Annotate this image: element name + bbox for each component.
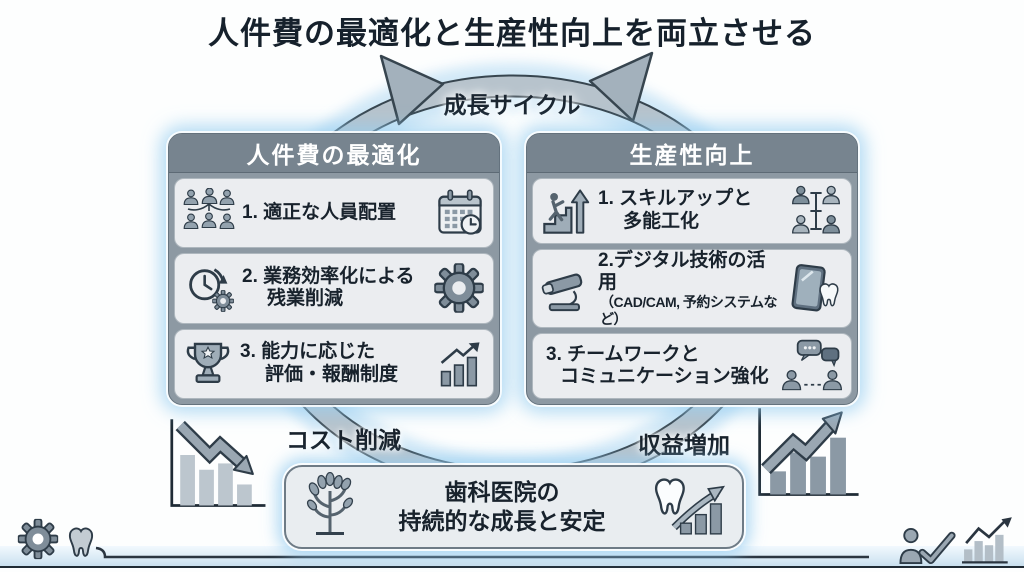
productivity-item-1-text: 1. スキルアップと多能工化 — [598, 188, 753, 232]
productivity-item-3: 3. チームワークとコミュニケーション強化 — [532, 333, 852, 399]
productivity-item-2: 2.デジタル技術の活用（CAD/CAM, 予約システムなど） — [532, 248, 852, 329]
scanner-icon — [540, 263, 592, 315]
bar-chart-up-icon — [434, 338, 486, 390]
cycle-arrowhead-left — [379, 54, 445, 126]
person-check-icon — [899, 527, 956, 565]
labor-item-1: 1. 適正な人員配置 — [174, 178, 494, 249]
mini-growth-chart-icon — [962, 517, 1012, 564]
outcome-text: 歯科医院の 持続的な成長と安定 — [398, 479, 606, 534]
rising-bar-chart-icon — [758, 408, 859, 496]
tablet-tooth-icon — [788, 262, 844, 316]
revenue-increase-label: 収益増加 — [638, 432, 730, 458]
labor-item-3: 3. 能力に応じた評価・報酬制度 — [174, 328, 494, 399]
panel-productivity-header: 生産性向上 — [527, 134, 857, 173]
tooth-growth-chart-icon — [646, 474, 728, 541]
clock-gear-icon — [182, 262, 236, 314]
tooth-icon — [68, 527, 94, 557]
chat-people-icon — [780, 338, 844, 394]
productivity-item-2-text: 2.デジタル技術の活用（CAD/CAM, 予約システムなど） — [598, 249, 777, 327]
outcome-box: 歯科医院の 持続的な成長と安定 — [284, 465, 744, 549]
page-title: 人件費の最適化と生産性向上を両立させる — [208, 16, 816, 51]
org-people-icon — [182, 188, 236, 238]
gear-icon — [17, 518, 59, 560]
panel-labor-cost-body: 1. 適正な人員配置 — [169, 173, 499, 404]
productivity-item-3-text: 3. チームワークとコミュニケーション強化 — [546, 343, 769, 388]
labor-item-3-text: 3. 能力に応じた評価・報酬制度 — [240, 341, 399, 385]
calendar-clock-icon — [434, 187, 486, 239]
labor-item-1-text: 1. 適正な人員配置 — [242, 201, 397, 223]
cycle-arrowhead-right — [588, 51, 654, 123]
panel-labor-cost-header: 人件費の最適化 — [169, 134, 499, 173]
labor-item-2-text: 2. 業務効率化による残業削減 — [242, 266, 415, 310]
gear-icon — [432, 261, 486, 315]
panel-productivity: 生産性向上 1. スキルアップと多能工化 — [526, 133, 858, 405]
declining-bar-chart-icon — [170, 419, 266, 507]
cost-reduction-label: コスト削減 — [286, 427, 401, 453]
tree-icon — [302, 471, 358, 543]
panel-productivity-body: 1. スキルアップと多能工化 — [527, 173, 857, 404]
labor-item-2: 2. 業務効率化による残業削減 — [174, 253, 494, 324]
cycle-label: 成長サイクル — [443, 92, 581, 118]
four-staff-icon — [788, 184, 844, 238]
stairs-up-icon — [540, 184, 592, 238]
panel-labor-cost: 人件費の最適化 1. 適正な人員配置 — [168, 133, 500, 405]
productivity-item-1: 1. スキルアップと多能工化 — [532, 178, 852, 244]
trophy-icon — [182, 338, 234, 390]
